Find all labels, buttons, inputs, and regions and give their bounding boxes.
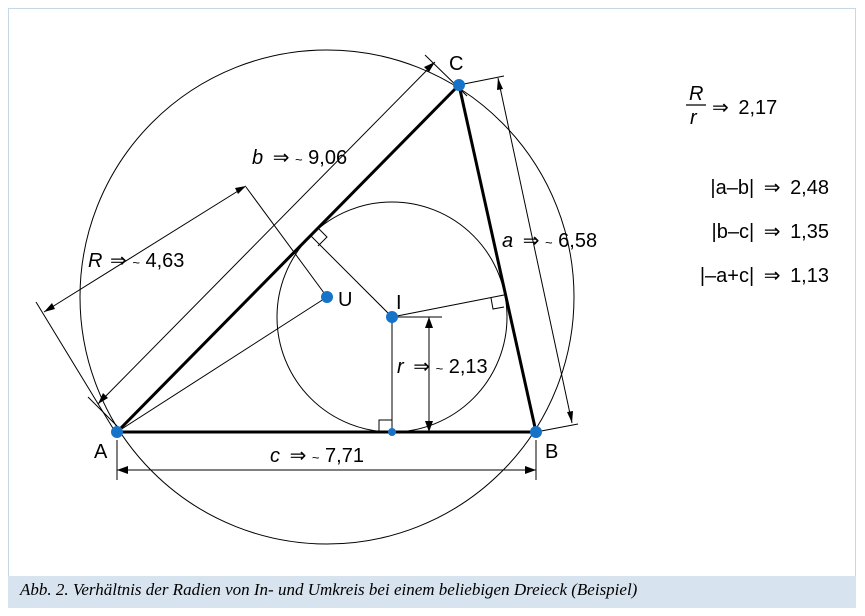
ratio-numerator: R — [689, 83, 703, 105]
dimension-a-ext-bottom — [535, 423, 579, 433]
figure-frame — [8, 8, 856, 576]
point-u — [321, 291, 333, 303]
side-c-label: c ⇒ ~ 7,71 — [270, 445, 364, 467]
dimension-b-arrow-bottom — [98, 393, 108, 404]
side-a-label: a ⇒ ~ 6,58 — [502, 230, 597, 252]
dimension-a-line — [497, 77, 573, 424]
dimension-inr-arrow-top — [425, 317, 433, 328]
dimension-r-arrow-top — [235, 186, 246, 194]
dimension-a-arrow-bottom — [567, 411, 573, 423]
label-b: B — [545, 441, 558, 463]
diff-bc-result: |b–c| ⇒ 1,35 — [712, 221, 829, 243]
point-touch-c — [388, 428, 396, 436]
inradius-to-a — [391, 294, 505, 318]
dimension-r-ext-a — [35, 301, 115, 431]
side-a-line — [457, 84, 538, 433]
figure-caption: Abb. 2. Verhältnis der Radien von In- un… — [20, 580, 638, 599]
label-a: A — [94, 441, 108, 463]
side-b-label: b ⇒ ~ 9,06 — [252, 147, 347, 169]
dimension-c-arrow-left — [117, 466, 128, 474]
label-c: C — [449, 53, 463, 75]
right-angle-mark-c — [378, 419, 392, 432]
dimension-inr-arrow-bottom — [425, 421, 433, 432]
dimension-c-arrow-right — [525, 466, 536, 474]
dimension-b-arrow-top — [424, 62, 435, 72]
bisector-line — [245, 186, 328, 298]
dimension-r-line — [43, 185, 247, 313]
circumcircle — [79, 49, 575, 545]
inradius-label: r ⇒ ~ 2,13 — [397, 356, 488, 378]
dimension-a-arrow-top — [497, 78, 503, 90]
point-a — [111, 426, 123, 438]
ratio-denominator: r — [690, 107, 698, 129]
right-angle-mark-a — [490, 297, 505, 310]
right-angle-mark-b — [317, 227, 328, 247]
dimension-a-ext-top — [458, 75, 505, 86]
label-u: U — [338, 289, 352, 311]
dimension-r-arrow-bottom — [44, 303, 55, 312]
ratio-result: ⇒ 2,17 — [712, 97, 777, 119]
point-i — [386, 311, 398, 323]
circumradius-label: R ⇒ ~ 4,63 — [88, 250, 184, 272]
label-i: I — [396, 292, 402, 314]
inradius-to-b — [309, 234, 393, 318]
dimension-b-line — [97, 61, 436, 405]
sum-ac-result: |–a+c| ⇒ 1,13 — [700, 265, 829, 287]
side-b-line — [115, 83, 461, 434]
caption-bar: Abb. 2. Verhältnis der Radien von In- un… — [8, 576, 856, 608]
circumradius-line — [116, 296, 328, 433]
point-b — [530, 426, 542, 438]
point-c — [453, 79, 465, 91]
diff-ab-result: |a–b| ⇒ 2,48 — [710, 177, 829, 199]
